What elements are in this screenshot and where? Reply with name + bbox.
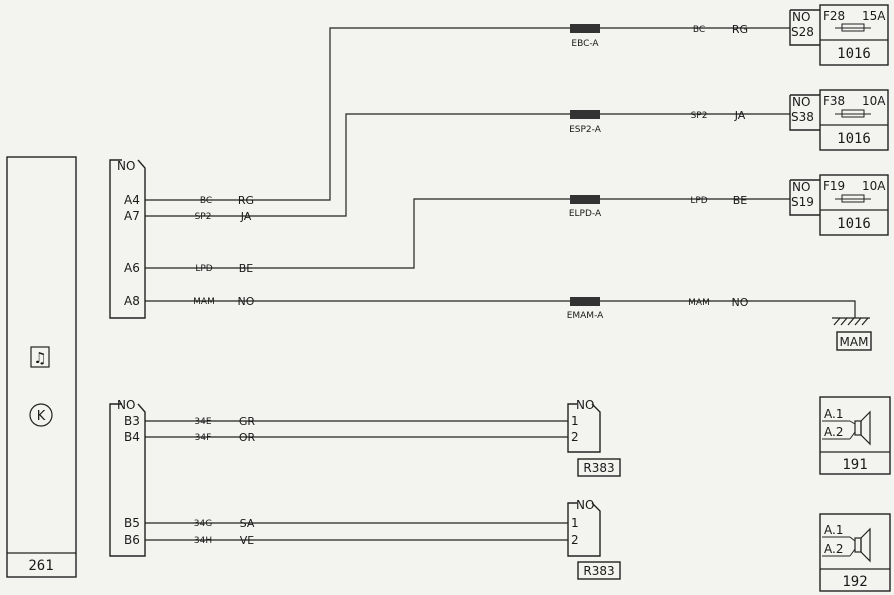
speaker-192: A.1 A.2 192 (819, 513, 891, 592)
wire-label: BC (693, 25, 705, 35)
fuse-f19: NO F19 10A S19 1016 (789, 174, 889, 236)
fuse-rating: 15A (862, 9, 886, 23)
wire-label: SP2 (691, 111, 708, 121)
speaker-icon (849, 410, 871, 446)
connector-a-header: NO (117, 159, 135, 173)
connector-a-wires: BC RG SP2 JA LPD BE MAM NO EBC-A ESP2-A … (145, 23, 856, 321)
wire-color: NO (732, 296, 749, 309)
fuse-rating: 10A (862, 179, 886, 193)
pin-a6: A6 (124, 261, 140, 275)
fuse-rating: 10A (862, 94, 886, 108)
speaker-pin: A.2 (824, 542, 843, 556)
speaker-pin: A.2 (824, 425, 843, 439)
speaker-pin: A.1 (824, 407, 843, 421)
wire-color: GR (239, 415, 256, 428)
wire-color: RG (732, 23, 748, 36)
wire-label: SP2 (195, 212, 212, 222)
r383-id: R383 (583, 564, 614, 578)
r383-id: R383 (583, 461, 614, 475)
fuse-slot: S38 (791, 110, 814, 124)
speaker-id: 191 (842, 457, 867, 473)
r383-pin: 1 (571, 516, 579, 530)
splice-label: ESP2-A (569, 125, 602, 135)
fuse-slot: S19 (791, 195, 814, 209)
pin-a4: A4 (124, 193, 140, 207)
r383-header: NO (576, 498, 594, 512)
connector-b-wires: 34E GR 34F OR 34G SA 34H VE (145, 415, 568, 547)
connector-b-header: NO (117, 398, 135, 412)
wire-label: LPD (195, 264, 212, 274)
pin-b6: B6 (124, 533, 140, 547)
k-circle-icon: K (29, 403, 53, 427)
svg-text:♫: ♫ (33, 349, 46, 367)
r383-pin: 2 (571, 430, 579, 444)
splice-block (570, 24, 600, 33)
pin-b3: B3 (124, 414, 140, 428)
wire-color: OR (239, 431, 256, 444)
ecu-261: 261 ♫ K (6, 156, 77, 578)
pin-a7: A7 (124, 209, 140, 223)
speaker-pin: A.1 (824, 523, 843, 537)
wire-label: MAM (193, 297, 215, 307)
wire-label: BC (200, 196, 212, 206)
splice-block (570, 195, 600, 204)
r383-pin: 1 (571, 414, 579, 428)
fuse-number: F19 (823, 179, 845, 193)
wire-color: JA (240, 210, 252, 223)
wire-color: NO (238, 295, 255, 308)
wire-color: SA (240, 517, 255, 530)
splice-label: EBC-A (571, 39, 599, 49)
splice-block (570, 297, 600, 306)
speaker-id: 192 (842, 574, 867, 590)
svg-text:K: K (37, 409, 46, 424)
wire-color: RG (238, 194, 254, 207)
speaker-191: A.1 A.2 191 (819, 396, 891, 475)
r383-pin: 2 (571, 533, 579, 547)
fuse-f38: NO F38 10A S38 1016 (789, 89, 889, 151)
pin-b5: B5 (124, 516, 140, 530)
music-note-icon: ♫ (30, 346, 50, 368)
splice-label: EMAM-A (567, 311, 604, 321)
fuse-header: NO (792, 10, 810, 24)
connector-a: NO A4 A7 A6 A8 (109, 159, 146, 319)
wire-label: 34G (194, 519, 212, 529)
wire-label: LPD (690, 196, 707, 206)
r383-connector-1: NO 1 2 R383 (567, 398, 621, 477)
splice-block (570, 110, 600, 119)
wire-label: 34E (194, 417, 211, 427)
wire-label: MAM (688, 298, 710, 308)
fuse-header: NO (792, 95, 810, 109)
r383-connector-2: NO 1 2 R383 (567, 498, 621, 580)
fuse-header: NO (792, 180, 810, 194)
fuse-f28: NO F28 15A S28 1016 (789, 4, 889, 66)
splice-label: ELPD-A (569, 209, 602, 219)
fuse-box-id: 1016 (837, 46, 871, 62)
wire-color: VE (240, 534, 255, 547)
pin-b4: B4 (124, 430, 140, 444)
ground-label: MAM (840, 335, 869, 349)
fuse-box-id: 1016 (837, 131, 871, 147)
fuse-slot: S28 (791, 25, 814, 39)
wire-label: 34H (194, 536, 212, 546)
ground-mam: MAM (832, 317, 872, 351)
fuse-number: F28 (823, 9, 845, 23)
fuse-number: F38 (823, 94, 845, 108)
speaker-icon (849, 527, 871, 563)
pin-a8: A8 (124, 294, 140, 308)
wire-label: 34F (195, 433, 212, 443)
ecu-id: 261 (28, 558, 53, 574)
r383-header: NO (576, 398, 594, 412)
connector-b: NO B3 B4 B5 B6 (109, 398, 146, 557)
wire-color: BE (239, 262, 254, 275)
wire-color: JA (734, 109, 746, 122)
fuse-box-id: 1016 (837, 216, 871, 232)
wire-color: BE (733, 194, 748, 207)
